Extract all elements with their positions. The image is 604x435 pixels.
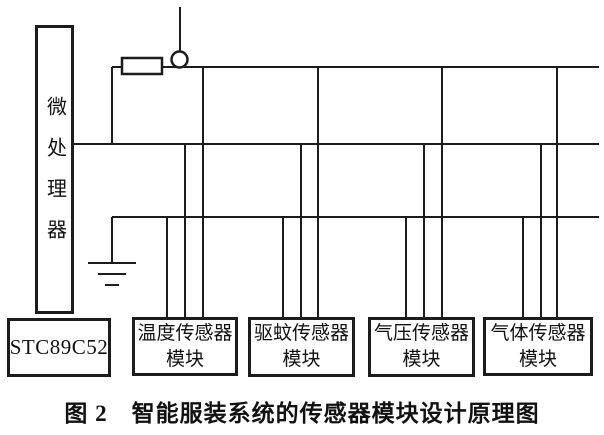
mosquito-module-label-line2: 模块 [282, 349, 321, 370]
mosquito-module-label: 驱蚊传感器 [253, 323, 349, 344]
chip-box: STC89C52 [7, 318, 111, 377]
figure-caption: 图 2 智能服装系统的传感器模块设计原理图 [64, 401, 540, 426]
temperature-module-label-line2: 模块 [165, 348, 204, 370]
temperature-module-label: 温度传感器 [137, 322, 233, 344]
ground-symbol-icon [88, 262, 136, 286]
chip-label: STC89C52 [9, 335, 109, 359]
gas-module-box: 气体传感器 模块 [483, 317, 593, 376]
pressure-module-label: 气压传感器 [373, 323, 469, 344]
pressure-module-label-line2: 模块 [402, 349, 441, 370]
resistor-icon [120, 56, 164, 76]
microprocessor-box: 微处理器 [35, 25, 74, 314]
pressure-module-box: 气压传感器 模块 [368, 317, 475, 377]
gas-module-label-line2: 模块 [518, 348, 557, 370]
temperature-module-box: 温度传感器 模块 [132, 317, 238, 376]
mosquito-module-box: 驱蚊传感器 模块 [248, 317, 355, 377]
gas-module-label: 气体传感器 [490, 322, 586, 344]
microprocessor-label: 微处理器 [43, 95, 66, 260]
power-terminal-icon [170, 50, 189, 69]
